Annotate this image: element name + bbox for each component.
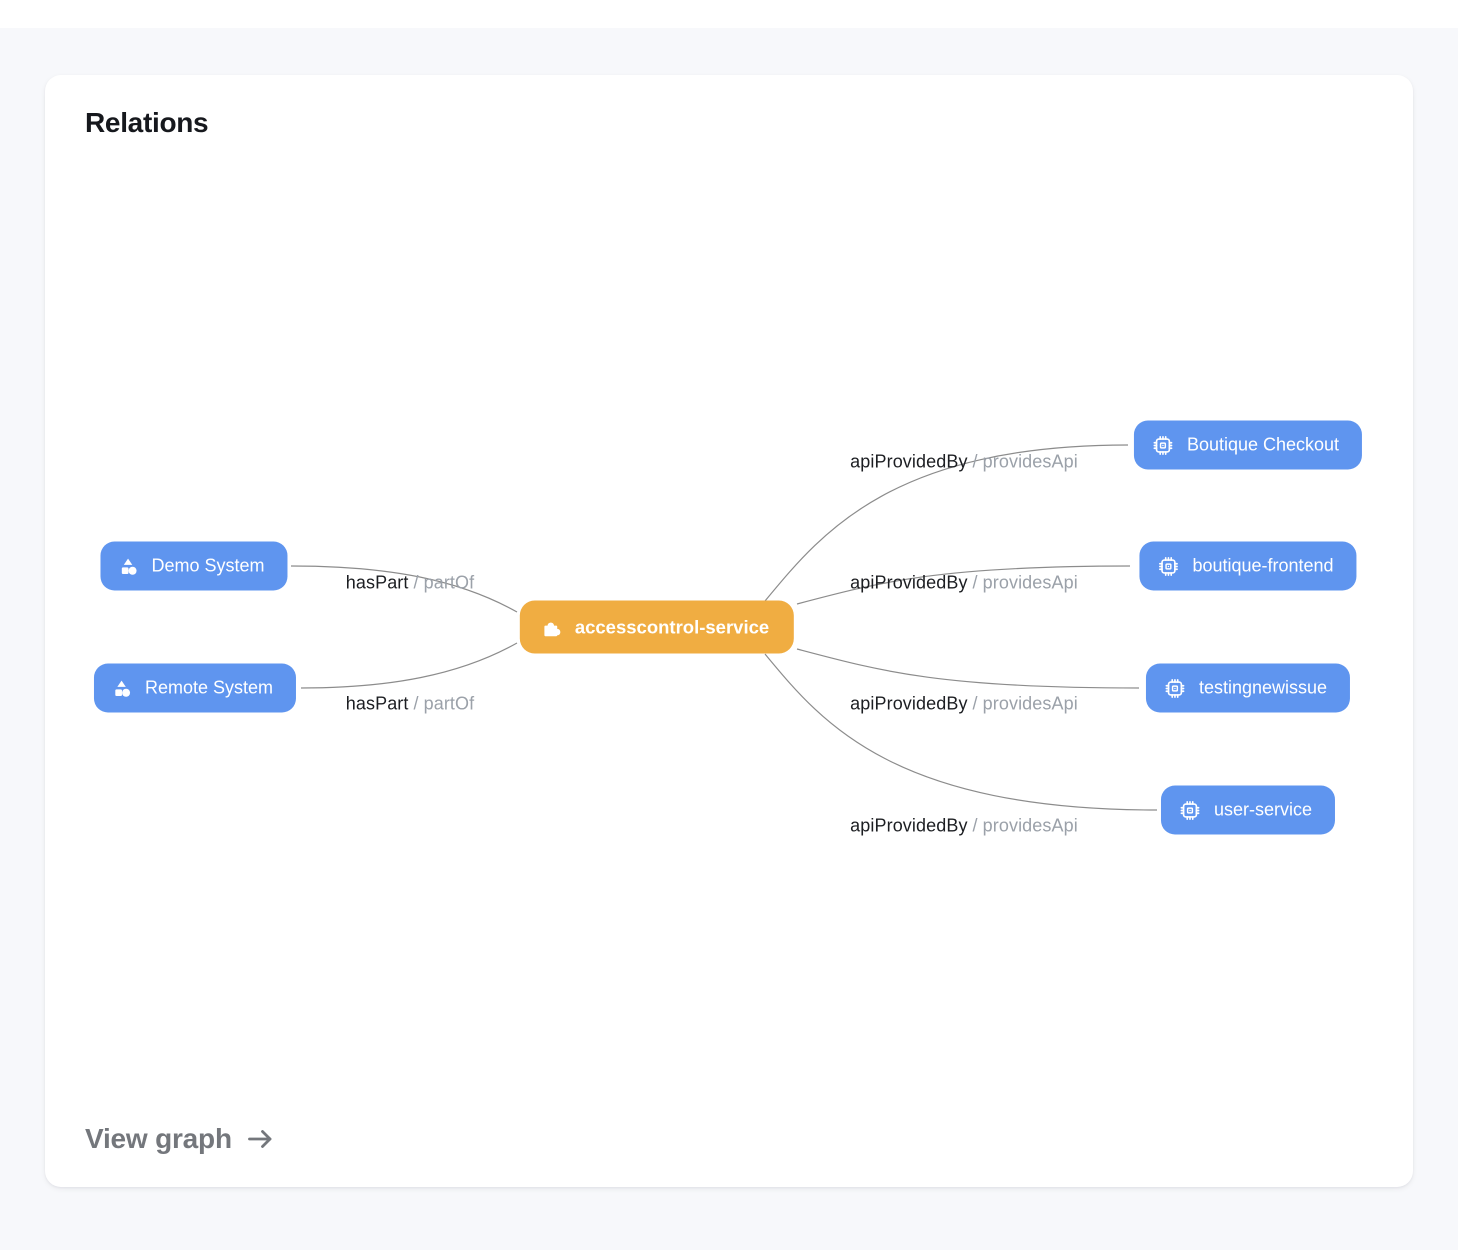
puzzle-icon — [540, 616, 562, 638]
relations-graph: hasPart/partOf hasPart/partOf apiProvide… — [45, 75, 1413, 1187]
node-label: Boutique Checkout — [1186, 434, 1340, 455]
edge-label-separator: / — [972, 693, 978, 714]
edge-label-reverse: partOf — [423, 693, 475, 714]
edge-label-reverse: providesApi — [982, 572, 1078, 593]
edge-label-haspart-remote: hasPart/partOf — [346, 694, 474, 715]
relations-card: Relations hasPart/partOf hasPart/partOf … — [45, 75, 1413, 1187]
view-graph-label: View graph — [85, 1123, 232, 1154]
api-chip-icon — [1179, 799, 1201, 821]
system-shapes-icon — [118, 556, 138, 576]
system-shapes-icon — [112, 678, 132, 698]
node-label: boutique-frontend — [1192, 555, 1334, 576]
edge-label-haspart-demo: hasPart/partOf — [346, 573, 474, 594]
edge-label-api-testingnewissue: apiProvidedBy/providesApi — [850, 694, 1078, 715]
view-graph-link[interactable]: View graph — [85, 1123, 275, 1155]
edge-label-separator: / — [972, 572, 978, 593]
edge-label-api-boutique-checkout: apiProvidedBy/providesApi — [850, 452, 1078, 473]
arrow-right-icon — [245, 1124, 275, 1154]
edge-label-api-user-service: apiProvidedBy/providesApi — [850, 816, 1078, 837]
node-label: Remote System — [144, 677, 274, 698]
edge-line-remote-system — [300, 642, 518, 689]
node-label: accesscontrol-service — [574, 616, 770, 637]
edge-label-separator: / — [972, 815, 978, 836]
edge-line-boutique-checkout — [764, 444, 1129, 602]
node-accesscontrol-service[interactable]: accesscontrol-service — [519, 600, 795, 654]
node-testingnewissue[interactable]: testingnewissue — [1145, 663, 1351, 713]
edge-label-api-boutique-frontend: apiProvidedBy/providesApi — [850, 573, 1078, 594]
node-remote-system[interactable]: Remote System — [93, 663, 297, 713]
edge-line-user-service — [764, 653, 1158, 811]
node-user-service[interactable]: user-service — [1160, 785, 1336, 835]
edge-label-forward: apiProvidedBy — [850, 451, 968, 472]
node-label: testingnewissue — [1198, 677, 1328, 698]
edge-line-demo-system — [290, 565, 518, 613]
card-title: Relations — [85, 107, 209, 138]
api-chip-icon — [1164, 677, 1186, 699]
node-boutique-frontend[interactable]: boutique-frontend — [1139, 541, 1357, 591]
edge-label-separator: / — [413, 693, 419, 714]
edge-label-reverse: partOf — [423, 572, 475, 593]
edge-line-testingnewissue — [796, 648, 1140, 689]
edge-label-forward: apiProvidedBy — [850, 815, 968, 836]
edge-label-forward: apiProvidedBy — [850, 572, 968, 593]
node-demo-system[interactable]: Demo System — [100, 541, 288, 591]
node-boutique-checkout[interactable]: Boutique Checkout — [1133, 420, 1363, 470]
edge-label-reverse: providesApi — [982, 815, 1078, 836]
edge-lines — [290, 444, 1158, 811]
edge-label-separator: / — [413, 572, 419, 593]
edge-label-reverse: providesApi — [982, 451, 1078, 472]
node-label: Demo System — [151, 555, 265, 576]
edge-label-separator: / — [972, 451, 978, 472]
edge-label-reverse: providesApi — [982, 693, 1078, 714]
edge-label-forward: hasPart — [345, 693, 409, 714]
edge-label-forward: hasPart — [345, 572, 409, 593]
edge-line-boutique-frontend — [796, 565, 1131, 605]
node-label: user-service — [1213, 799, 1313, 820]
api-chip-icon — [1152, 434, 1174, 456]
edge-label-forward: apiProvidedBy — [850, 693, 968, 714]
api-chip-icon — [1157, 555, 1179, 577]
